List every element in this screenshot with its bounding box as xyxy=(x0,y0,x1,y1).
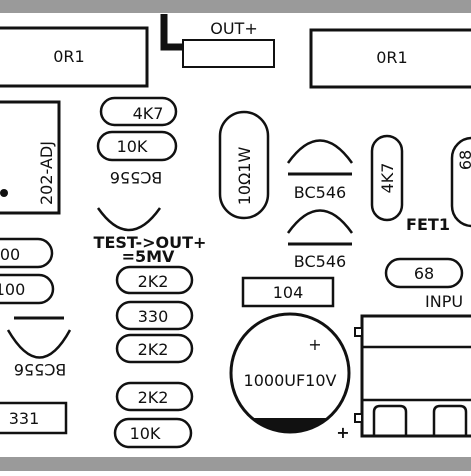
resistor-330-label: 330 xyxy=(138,307,169,326)
resistor-68-right-partial-label: 68 xyxy=(456,150,471,170)
bc546-bottom-outline xyxy=(286,209,354,234)
bc556-bottom-outline xyxy=(6,329,72,359)
capacitor-1000uf-plus: + xyxy=(308,335,321,354)
fet1-label: FET1 xyxy=(406,215,450,234)
resistor-4k7-top-label: 4K7 xyxy=(133,104,164,123)
resistor-0r1-left-label: 0R1 xyxy=(53,47,84,66)
regulator-202-adj xyxy=(0,100,61,215)
capacitor-104-label: 104 xyxy=(273,283,304,302)
resistor-00-label: 00 xyxy=(0,245,20,264)
resistor-00 xyxy=(0,237,54,269)
bc556-bottom-label: BC556 xyxy=(14,360,66,379)
input-connector-pin-2 xyxy=(432,404,468,436)
out-trace xyxy=(160,14,184,51)
resistor-10k-top xyxy=(96,130,178,162)
resistor-68-right-partial xyxy=(450,136,471,228)
bc556-top-outline xyxy=(96,207,162,232)
resistor-68 xyxy=(384,257,464,289)
resistor-10k-bottom-label: 10K xyxy=(130,424,161,443)
input-connector-plus: + xyxy=(336,423,349,442)
resistor-2k2-a xyxy=(115,265,194,295)
resistor-330 xyxy=(115,300,194,331)
out-plus-label: OUT+ xyxy=(210,19,257,38)
bc556-top-label: BC556 xyxy=(110,168,162,187)
resistor-0r1-right-label: 0R1 xyxy=(376,48,407,67)
resistor-10ohm-1w xyxy=(218,110,270,220)
bc546-bottom-label: BC546 xyxy=(294,252,346,271)
test-label-line2: =5MV xyxy=(122,247,175,266)
regulator-pin-dot xyxy=(0,189,8,197)
capacitor-1000uf-label: 1000UF10V xyxy=(244,371,337,390)
input-connector-tab-bottom xyxy=(354,413,363,423)
resistor-2k2-c xyxy=(115,381,194,412)
bc546-top-label: BC546 xyxy=(294,183,346,202)
board-edge-top xyxy=(0,0,471,14)
input-connector-pin-1 xyxy=(372,404,408,436)
bc546-top-outline xyxy=(286,139,354,164)
resistor-2k2-b-label: 2K2 xyxy=(138,340,169,359)
capacitor-104 xyxy=(241,276,335,308)
resistor-10ohm-1w-label: 10Ω1W xyxy=(235,147,254,206)
resistor-10k-top-label: 10K xyxy=(117,137,148,156)
out-terminal xyxy=(182,39,275,68)
resistor-100-label: 100 xyxy=(0,280,25,299)
resistor-68-label: 68 xyxy=(414,264,434,283)
resistor-0r1-right xyxy=(309,28,471,89)
resistor-2k2-c-label: 2K2 xyxy=(138,388,169,407)
resistor-4k7-vertical xyxy=(370,134,404,222)
input-connector xyxy=(360,314,471,438)
capacitor-1000uf xyxy=(229,312,351,434)
resistor-10k-bottom xyxy=(113,417,193,449)
test-label-line1: TEST->OUT+ xyxy=(94,233,207,252)
resistor-0r1-left xyxy=(0,26,149,88)
resistor-2k2-a-label: 2K2 xyxy=(138,272,169,291)
input-connector-tab-top xyxy=(354,327,363,337)
capacitor-1000uf-polarity-band xyxy=(252,418,328,432)
board-edge-bottom xyxy=(0,455,471,471)
input-label: INPU xyxy=(425,292,463,311)
regulator-202-adj-label: 202-ADJ xyxy=(37,141,56,205)
resistor-4k7-vertical-label: 4K7 xyxy=(378,163,397,194)
resistor-2k2-b xyxy=(115,333,194,364)
resistor-331-label: 331 xyxy=(9,409,40,428)
resistor-331 xyxy=(0,401,68,435)
resistor-4k7-top xyxy=(99,96,178,127)
resistor-100 xyxy=(0,273,55,305)
